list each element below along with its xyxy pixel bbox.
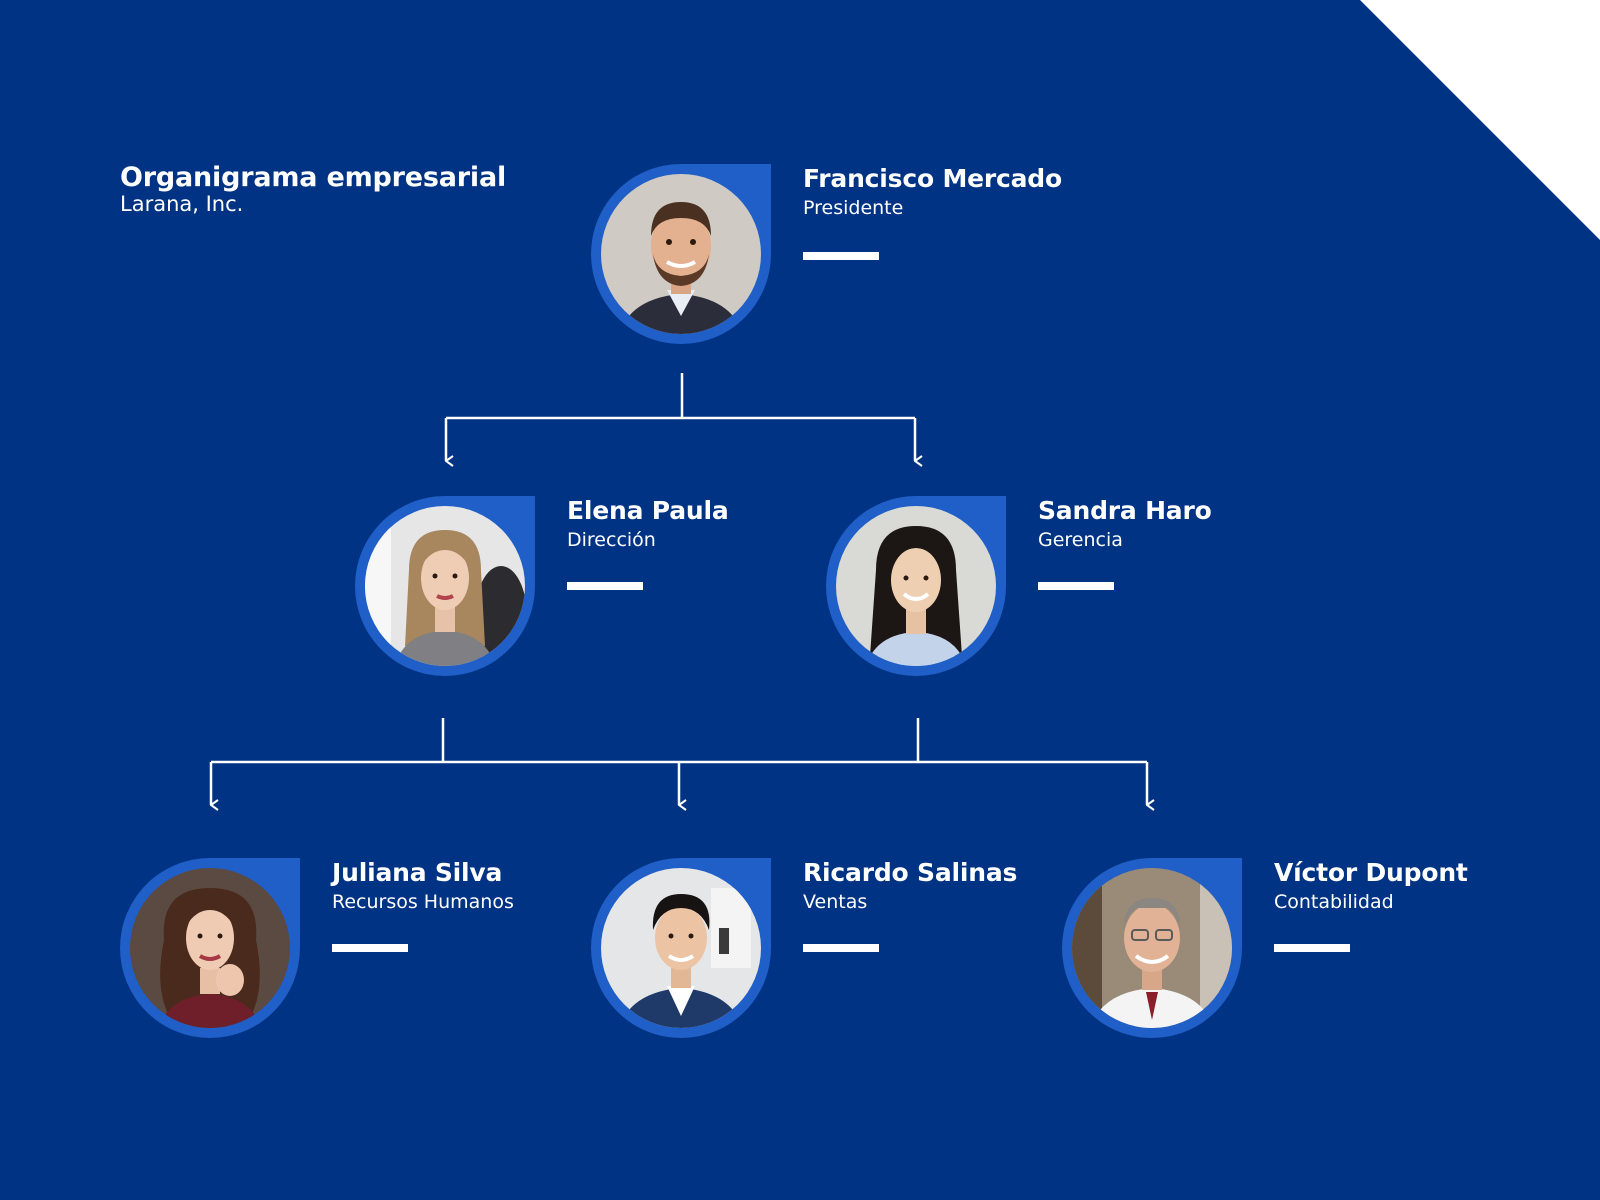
avatar-ricardo: [601, 868, 761, 1028]
accent-bar: [1038, 582, 1114, 590]
person-name: Víctor Dupont: [1274, 858, 1468, 887]
node-info: Ricardo Salinas Ventas: [803, 858, 1017, 915]
accent-bar: [332, 944, 408, 952]
person-name: Sandra Haro: [1038, 496, 1212, 525]
node-info: Juliana Silva Recursos Humanos: [332, 858, 514, 915]
avatar-juliana: [130, 868, 290, 1028]
avatar-sandra: [836, 506, 996, 666]
avatar-ring: [591, 858, 771, 1038]
corner-decoration: [1360, 0, 1600, 240]
accent-bar: [803, 252, 879, 260]
node-info: Víctor Dupont Contabilidad: [1274, 858, 1468, 915]
person-name: Elena Paula: [567, 496, 729, 525]
avatar-ring: [1062, 858, 1242, 1038]
person-role: Dirección: [567, 529, 656, 551]
person-name: Juliana Silva: [332, 858, 503, 887]
chart-header: Organigrama empresarial Larana, Inc.: [120, 162, 506, 216]
avatar-ring: [120, 858, 300, 1038]
avatar-francisco: [601, 174, 761, 334]
accent-bar: [567, 582, 643, 590]
person-role: Gerencia: [1038, 529, 1123, 551]
person-name: Francisco Mercado: [803, 164, 1062, 193]
avatar-ring: [355, 496, 535, 676]
node-info: Francisco Mercado Presidente: [803, 164, 1062, 221]
avatar-ring: [826, 496, 1006, 676]
node-info: Sandra Haro Gerencia: [1038, 496, 1212, 553]
page-title: Organigrama empresarial: [120, 162, 507, 193]
accent-bar: [1274, 944, 1350, 952]
accent-bar: [803, 944, 879, 952]
avatar-victor: [1072, 868, 1232, 1028]
avatar-ring: [591, 164, 771, 344]
person-role: Ventas: [803, 891, 868, 913]
company-name: Larana, Inc.: [120, 192, 244, 217]
node-info: Elena Paula Dirección: [567, 496, 729, 553]
person-role: Contabilidad: [1274, 891, 1394, 913]
person-role: Recursos Humanos: [332, 891, 514, 913]
person-name: Ricardo Salinas: [803, 858, 1018, 887]
avatar-elena: [365, 506, 525, 666]
person-role: Presidente: [803, 197, 904, 219]
